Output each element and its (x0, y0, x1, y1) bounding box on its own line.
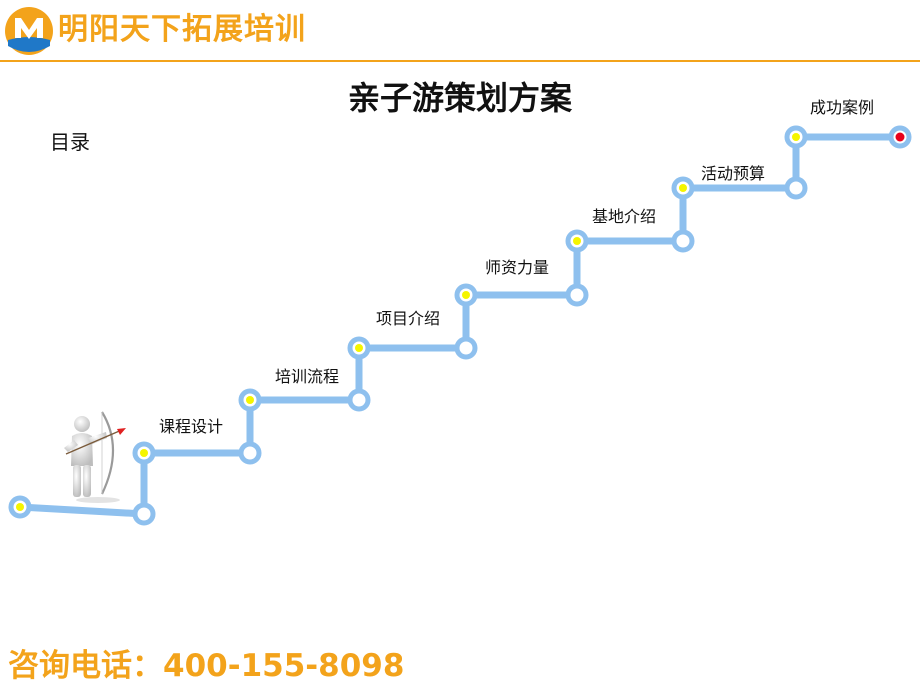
step-label-3: 项目介绍 (376, 309, 441, 328)
step-label-4: 师资力量 (485, 258, 550, 277)
node-corner-7 (784, 176, 808, 200)
brand-name: 明阳天下拓展培训 (58, 12, 306, 47)
page-title: 亲子游策划方案 (347, 79, 572, 117)
step-label-5: 基地介绍 (592, 207, 657, 226)
node-corner-2 (238, 441, 262, 465)
archer-figure-icon (64, 411, 126, 503)
toc-label: 目录 (50, 130, 90, 154)
header-divider (0, 60, 920, 62)
step-label-1: 课程设计 (159, 417, 224, 436)
node-corner-5 (565, 283, 589, 307)
node-corner-3 (347, 388, 371, 412)
contact-phone: 咨询电话：400-155-8098 (8, 648, 405, 684)
header: 明阳天下拓展培训 (0, 0, 920, 62)
node-corner-1 (132, 502, 156, 526)
step-label-6: 活动预算 (701, 164, 766, 183)
staircase-line (16, 133, 904, 518)
step-label-7: 成功案例 (810, 98, 875, 117)
node-corner-6 (671, 229, 695, 253)
step-label-2: 培训流程 (275, 367, 340, 386)
end-dot (895, 132, 905, 142)
m-logo-icon (5, 7, 53, 55)
node-dots (16, 133, 800, 511)
node-corner-4 (454, 336, 478, 360)
